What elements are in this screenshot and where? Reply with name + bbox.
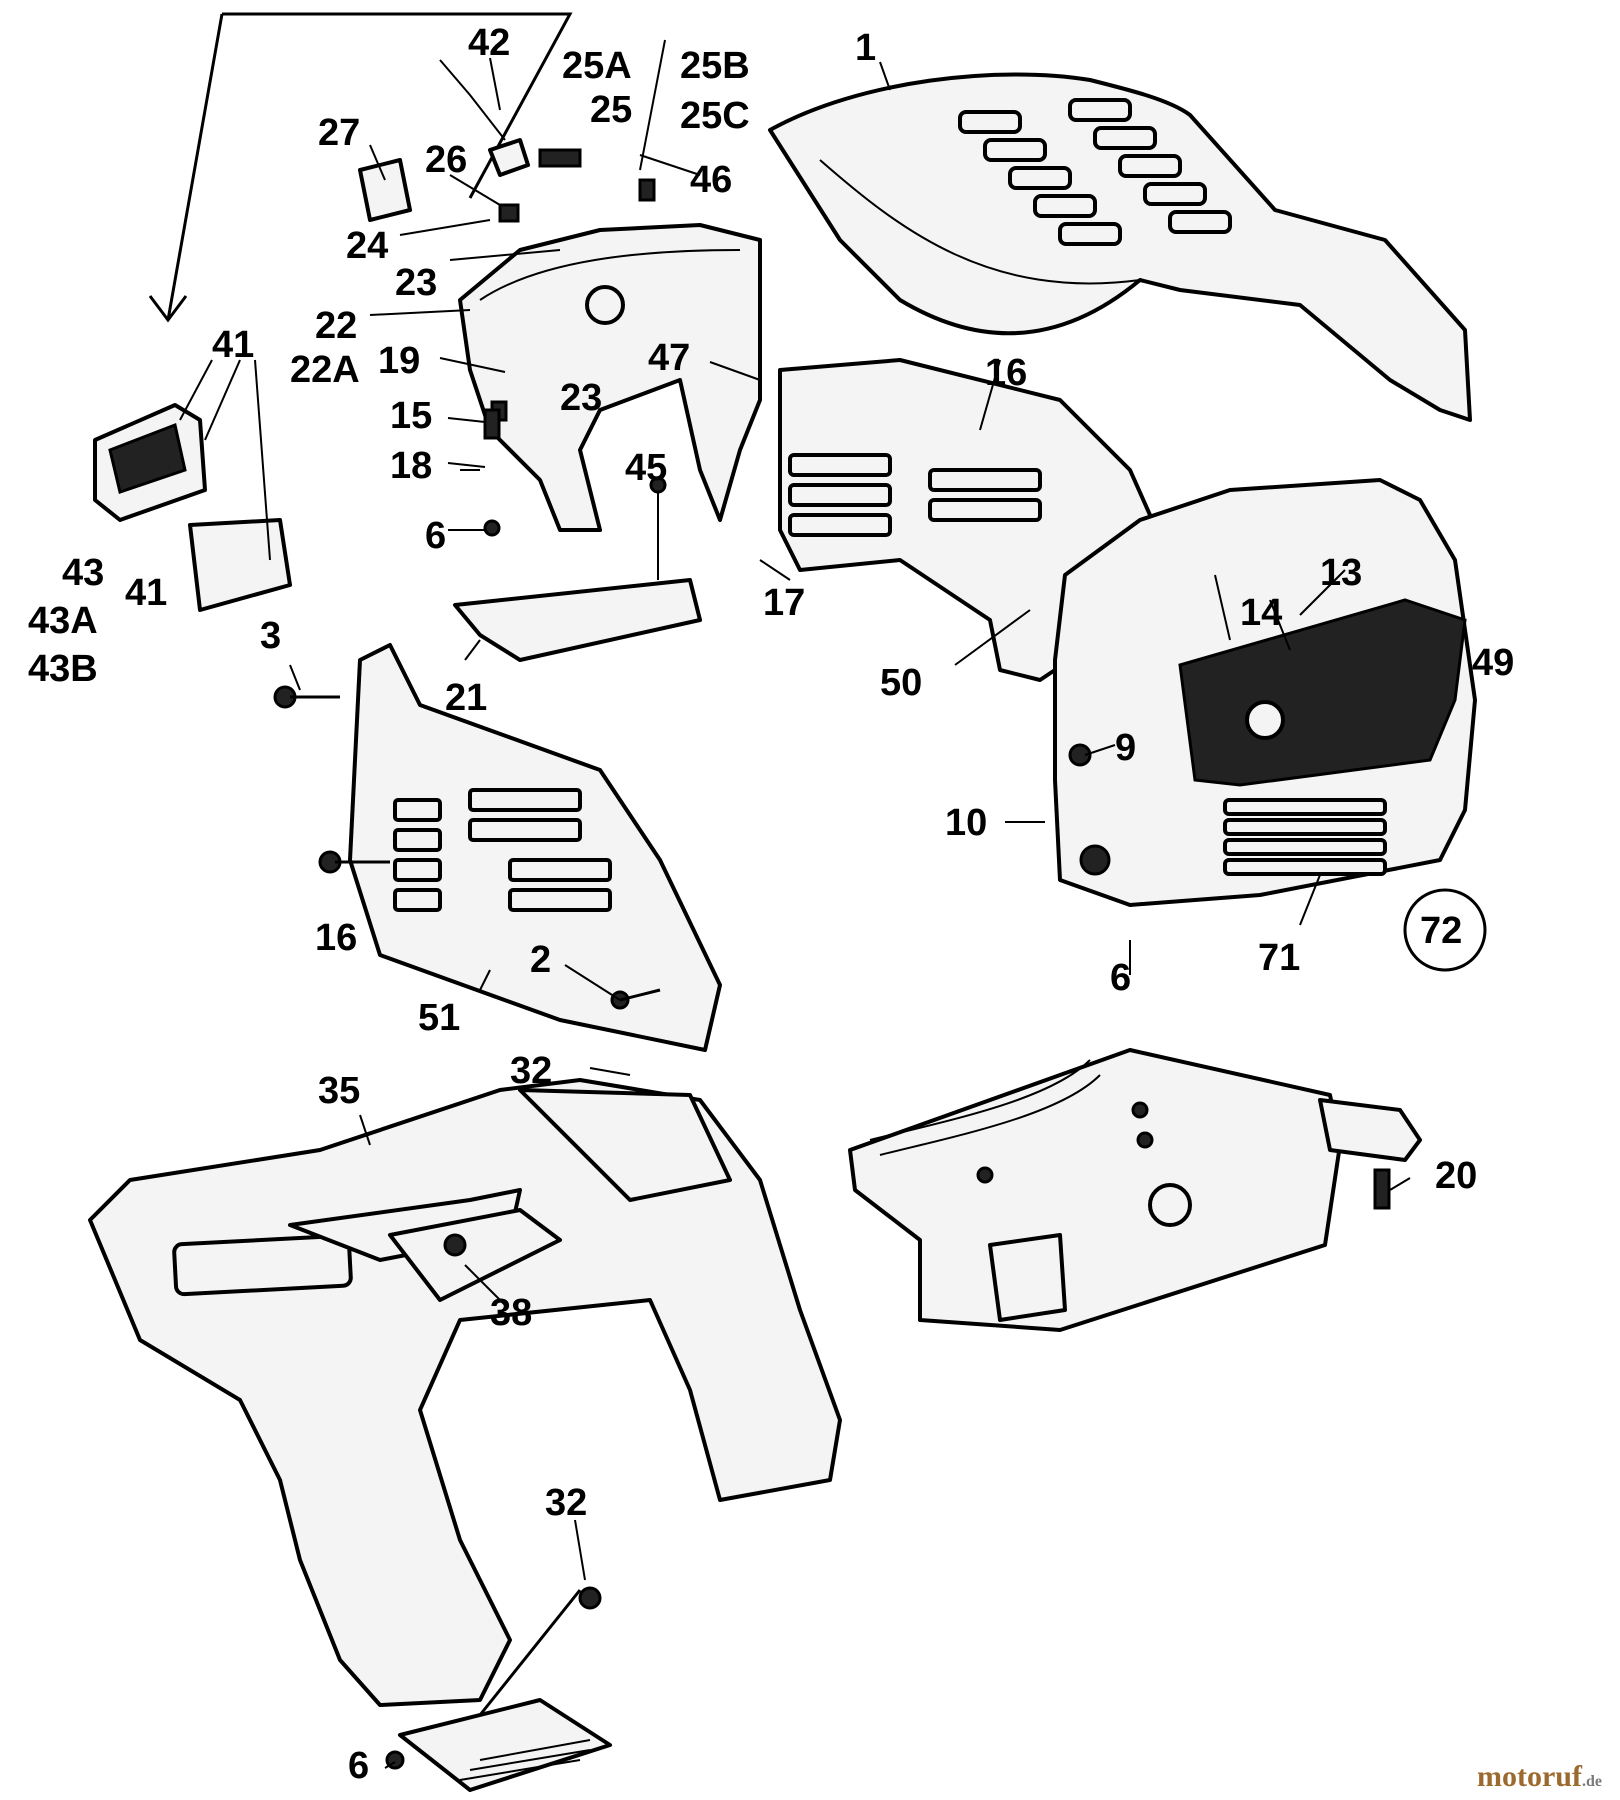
label-43: 43 (62, 552, 104, 594)
label-13: 13 (1320, 552, 1362, 594)
label-24: 24 (346, 225, 388, 267)
key-part (538, 148, 582, 168)
label-41a: 41 (212, 324, 254, 366)
fender-part (88, 1078, 842, 1707)
label-72: 72 (1420, 910, 1462, 952)
leader-lines (289, 39, 1411, 1769)
label-25: 25 (590, 89, 632, 131)
dash-hardware (358, 59, 656, 537)
label-26: 26 (425, 139, 467, 181)
lower-grille-vents (1223, 798, 1387, 876)
label-20: 20 (1435, 1155, 1477, 1197)
side-bracket-part (93, 359, 292, 612)
center-vents (788, 453, 1042, 537)
label-45: 45 (625, 447, 667, 489)
label-9: 9 (1115, 727, 1136, 769)
plug-part (638, 178, 656, 202)
label-71: 71 (1258, 937, 1300, 979)
label-41b: 41 (125, 572, 167, 614)
label-3: 3 (260, 615, 281, 657)
label-46: 46 (690, 159, 732, 201)
label-22: 22 (315, 305, 357, 347)
label-14: 14 (1240, 592, 1282, 634)
label-25C: 25C (680, 95, 750, 137)
label-50: 50 (880, 662, 922, 704)
label-51: 51 (418, 997, 460, 1039)
bottom-bracket-part (385, 1589, 612, 1792)
label-23a: 23 (395, 262, 437, 304)
frame-part (848, 1048, 1422, 1332)
motoruf-logo: motoruf.de (1477, 1760, 1602, 1794)
switch-part (358, 158, 412, 222)
label-18: 18 (390, 445, 432, 487)
label-22A: 22A (290, 349, 360, 391)
dash-panel-part (458, 223, 762, 532)
label-1: 1 (855, 27, 876, 69)
label-25B: 25B (680, 45, 750, 87)
label-19: 19 (378, 340, 420, 382)
label-32b: 32 (545, 1482, 587, 1524)
label-6a: 6 (425, 515, 446, 557)
spring-part (483, 408, 501, 440)
logo-name: motoruf (1477, 1760, 1582, 1793)
label-43B: 43B (28, 648, 98, 690)
logo-tld: .de (1582, 1773, 1602, 1790)
label-10: 10 (945, 802, 987, 844)
lower-body-panel-part (273, 643, 722, 1052)
label-6b: 6 (1110, 957, 1131, 999)
grille-part (1178, 598, 1467, 787)
screw-part (483, 519, 501, 537)
label-35: 35 (318, 1070, 360, 1112)
label-21: 21 (445, 677, 487, 719)
lever-part (488, 138, 530, 177)
label-49: 49 (1472, 642, 1514, 684)
lower-panel-vents (393, 788, 612, 912)
nut-part (498, 203, 520, 223)
marker-circle (1403, 888, 1487, 972)
label-17: 17 (763, 582, 805, 624)
front-nose-part (1053, 478, 1477, 907)
label-6c: 6 (348, 1745, 369, 1787)
label-2: 2 (530, 939, 551, 981)
label-38: 38 (490, 1292, 532, 1334)
label-16b: 16 (315, 917, 357, 959)
label-32a: 32 (510, 1050, 552, 1092)
label-27: 27 (318, 112, 360, 154)
label-15: 15 (390, 395, 432, 437)
hood-top-part (768, 72, 1472, 422)
hood-vents (958, 98, 1232, 246)
label-23b: 23 (560, 377, 602, 419)
label-43A: 43A (28, 600, 98, 642)
part-labels: 1 42 25A 25B 25 25C 27 26 46 24 23 22 22… (28, 22, 1514, 1787)
label-16a: 16 (985, 352, 1027, 394)
label-42: 42 (468, 22, 510, 64)
label-47: 47 (648, 337, 690, 379)
label-25A: 25A (562, 45, 632, 87)
